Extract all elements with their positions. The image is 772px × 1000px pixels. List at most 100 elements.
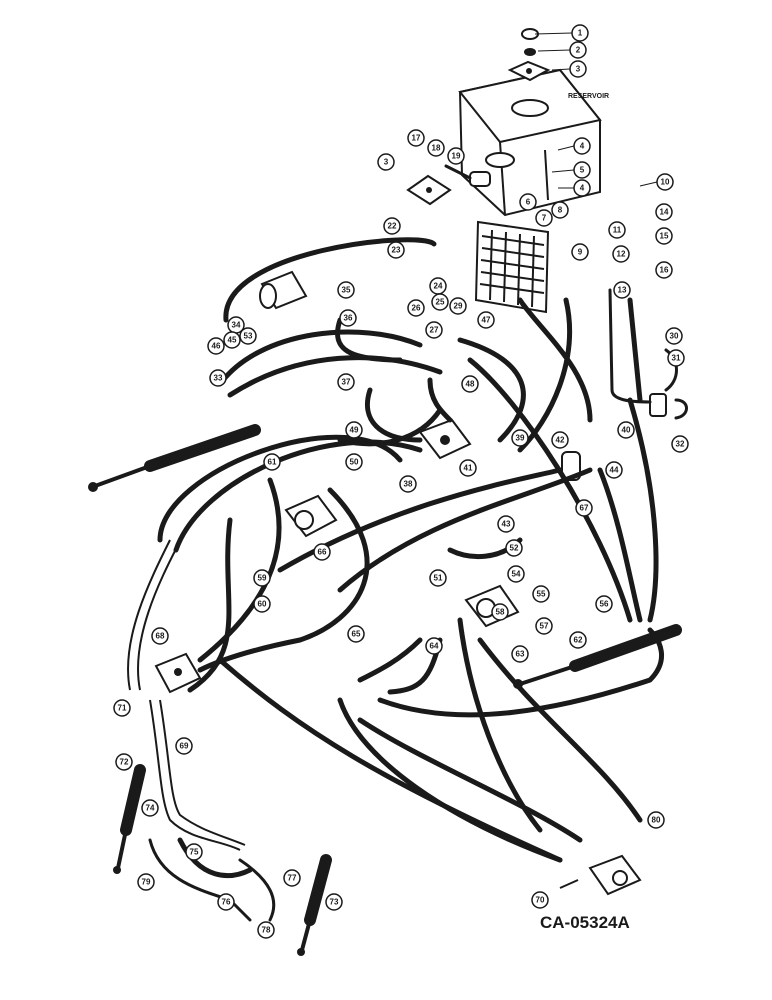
callout-circle — [571, 24, 589, 42]
callout-9: 9 — [571, 243, 589, 261]
callout-number: 64 — [430, 642, 439, 651]
callout-58: 58 — [491, 603, 509, 621]
callout-circle — [207, 337, 225, 355]
callout-56: 56 — [595, 595, 613, 613]
callout-40: 40 — [617, 421, 635, 439]
callout-33: 33 — [209, 369, 227, 387]
callout-number: 5 — [580, 166, 585, 175]
callout-circle — [612, 245, 630, 263]
callout-22: 22 — [383, 217, 401, 235]
callout-number: 4 — [580, 142, 585, 151]
callout-circle — [325, 893, 343, 911]
callout-number: 29 — [454, 302, 463, 311]
callout-number: 3 — [576, 65, 581, 74]
callout-number: 10 — [661, 178, 670, 187]
callout-number: 26 — [412, 304, 421, 313]
drawing-code: CA-05324A — [540, 913, 630, 932]
callout-number: 51 — [434, 574, 443, 583]
callout-16: 16 — [655, 261, 673, 279]
callout-number: 37 — [342, 378, 351, 387]
callout-circle — [665, 327, 683, 345]
callout-62: 62 — [569, 631, 587, 649]
callout-32: 32 — [671, 435, 689, 453]
callout-circle — [257, 921, 275, 939]
callout-circle — [461, 375, 479, 393]
callout-number: 58 — [496, 608, 505, 617]
callout-6: 6 — [519, 193, 537, 211]
callout-number: 4 — [580, 184, 585, 193]
callout-circle — [431, 293, 449, 311]
callout-4: 4 — [558, 179, 591, 197]
callout-number: 36 — [344, 314, 353, 323]
callout-13: 13 — [613, 281, 631, 299]
callout-bubbles: 1234543171819678910111213141516222324252… — [113, 24, 689, 939]
callout-49: 49 — [345, 421, 363, 439]
callout-circle — [253, 595, 271, 613]
callout-42: 42 — [551, 431, 569, 449]
callout-number: 12 — [617, 250, 626, 259]
control-valve-center — [418, 418, 472, 460]
callout-circle — [427, 139, 445, 157]
callout-number: 71 — [118, 704, 127, 713]
callout-63: 63 — [511, 645, 529, 663]
callout-circle — [656, 173, 674, 191]
callout-18: 18 — [427, 139, 445, 157]
reservoir-label: RESERVOIR — [568, 93, 609, 100]
callout-circle — [345, 453, 363, 471]
callout-number: 76 — [222, 898, 231, 907]
callout-circle — [511, 429, 529, 447]
callout-number: 79 — [142, 878, 151, 887]
filter-canister — [259, 270, 308, 310]
callout-31: 31 — [667, 349, 685, 367]
callout-number: 55 — [537, 590, 546, 599]
callout-67: 67 — [575, 499, 593, 517]
callout-number: 38 — [404, 480, 413, 489]
callout-circle — [263, 453, 281, 471]
callout-circle — [347, 625, 365, 643]
callout-35: 35 — [337, 281, 355, 299]
callout-37: 37 — [337, 373, 355, 391]
callout-number: 6 — [526, 198, 531, 207]
callout-11: 11 — [608, 221, 626, 239]
callout-circle — [185, 843, 203, 861]
callout-17: 17 — [407, 129, 425, 147]
callout-number: 77 — [288, 874, 297, 883]
lift-cylinder-lower-left — [113, 764, 146, 874]
callout-number: 31 — [672, 354, 681, 363]
callout-number: 43 — [502, 520, 511, 529]
callout-number: 57 — [540, 622, 549, 631]
callout-circle — [339, 309, 357, 327]
callout-48: 48 — [461, 375, 479, 393]
callout-number: 34 — [232, 321, 241, 330]
control-valve-right — [464, 584, 520, 628]
callout-number: 23 — [392, 246, 401, 255]
callout-3: 3 — [551, 60, 587, 78]
callout-number: 35 — [342, 286, 351, 295]
callout-60: 60 — [253, 595, 271, 613]
callout-46: 46 — [207, 337, 225, 355]
callout-57: 57 — [535, 617, 553, 635]
callout-number: 80 — [652, 816, 661, 825]
callout-66: 66 — [313, 543, 331, 561]
callout-circle — [571, 243, 589, 261]
callout-70: 70 — [531, 891, 549, 909]
callout-78: 78 — [257, 921, 275, 939]
callout-circle — [573, 179, 591, 197]
callout-7: 7 — [535, 209, 553, 227]
callout-number: 14 — [660, 208, 669, 217]
callout-59: 59 — [253, 569, 271, 587]
callout-number: 24 — [434, 282, 443, 291]
callout-number: 59 — [258, 574, 267, 583]
callout-circle — [429, 569, 447, 587]
callout-circle — [141, 799, 159, 817]
callout-number: 75 — [190, 848, 199, 857]
callout-circle — [113, 699, 131, 717]
callout-number: 61 — [268, 458, 277, 467]
callout-34: 34 — [227, 316, 245, 334]
callout-number: 25 — [436, 298, 445, 307]
callout-circle — [605, 461, 623, 479]
callout-47: 47 — [477, 311, 495, 329]
callout-69: 69 — [175, 737, 193, 755]
callout-circle — [407, 299, 425, 317]
callout-circle — [337, 281, 355, 299]
